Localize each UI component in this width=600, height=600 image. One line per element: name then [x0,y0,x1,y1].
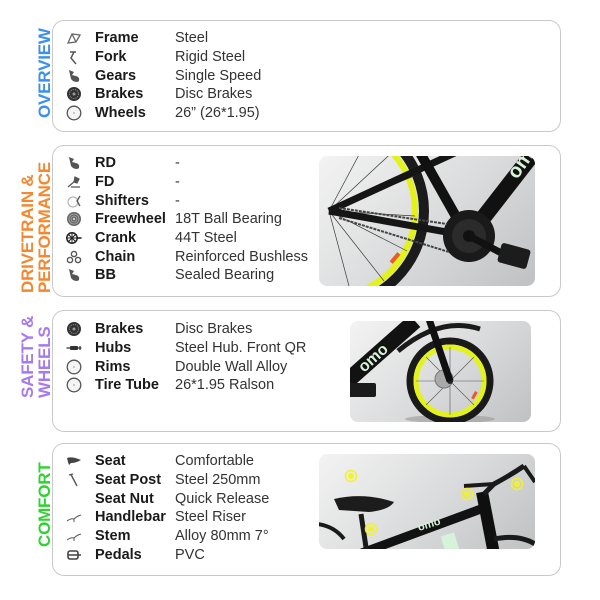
spec-row-tire-tube: Tire Tube 26*1.95 Ralson [65,376,306,395]
spec-row-pedals: Pedals PVC [65,545,269,564]
stem-icon [65,527,83,545]
spec-row-seat-post: Seat Post Steel 250mm [65,471,269,490]
wheel-icon [65,104,83,122]
shifter-icon [65,192,83,210]
spec-row-crank: Crank 44T Steel [65,229,308,248]
seat-icon [65,452,83,470]
frame-icon [65,29,83,47]
bottom-bracket-icon [65,266,83,284]
blank-icon [65,490,83,508]
drivetrain-photo: omo [319,156,535,286]
rim-icon [65,358,83,376]
comfort-section-title: COMFORT [35,462,54,547]
spec-row-hubs: Hubs Steel Hub. Front QR [65,339,306,358]
spec-row-rd: RD - [65,154,308,173]
chain-icon [65,248,83,266]
spec-row-seat-nut: Seat Nut Quick Release [65,489,269,508]
spec-row-frame: Frame Steel [65,29,261,48]
freewheel-icon [65,210,83,228]
gears-icon [65,67,83,85]
pedal-icon [65,546,83,564]
handlebar-icon [65,508,83,526]
comfort-card: COMFORT Seat Comfortable Seat Post Steel… [35,443,561,576]
wheel-photo: omo [350,321,531,422]
spec-row-fork: Fork Rigid Steel [65,48,261,67]
crank-icon [65,229,83,247]
spec-row-stem: Stem Alloy 80mm 7° [65,527,269,546]
tire-icon [65,376,83,394]
spec-row-brakes: Brakes Disc Brakes [65,85,261,104]
spec-row-freewheel: Freewheel 18T Ball Bearing [65,210,308,229]
seat-post-icon [65,471,83,489]
spec-row-brakes: Brakes Disc Brakes [65,320,306,339]
overview-card: OVERVIEW Frame Steel Fork Rigid Steel Ge… [35,20,561,132]
spec-row-wheels: Wheels 26” (26*1.95) [65,104,261,123]
drivetrain-section-title: DRIVETRAIN & PERFORMANCE [18,162,54,293]
disc-brake-icon [65,320,83,338]
overview-section-title: OVERVIEW [35,28,54,118]
spec-row-shifters: Shifters - [65,191,308,210]
safety-wheels-card: SAFETY & WHEELS Brakes Disc Brakes Hubs … [18,310,561,432]
front-derailleur-icon [65,173,83,191]
spec-row-gears: Gears Single Speed [65,66,261,85]
disc-brake-icon [65,85,83,103]
spec-row-fd: FD - [65,173,308,192]
drivetrain-card: DRIVETRAIN & PERFORMANCE RD - FD - Shift… [18,145,561,297]
spec-row-rims: Rims Double Wall Alloy [65,357,306,376]
spec-row-bb: BB Sealed Bearing [65,266,308,285]
spec-row-chain: Chain Reinforced Bushless [65,247,308,266]
spec-row-handlebar: Handlebar Steel Riser [65,508,269,527]
rear-derailleur-icon [65,154,83,172]
cockpit-photo: omo [319,454,535,549]
hub-icon [65,339,83,357]
fork-icon [65,48,83,66]
spec-row-seat: Seat Comfortable [65,452,269,471]
safety-section-title: SAFETY & WHEELS [18,315,54,398]
